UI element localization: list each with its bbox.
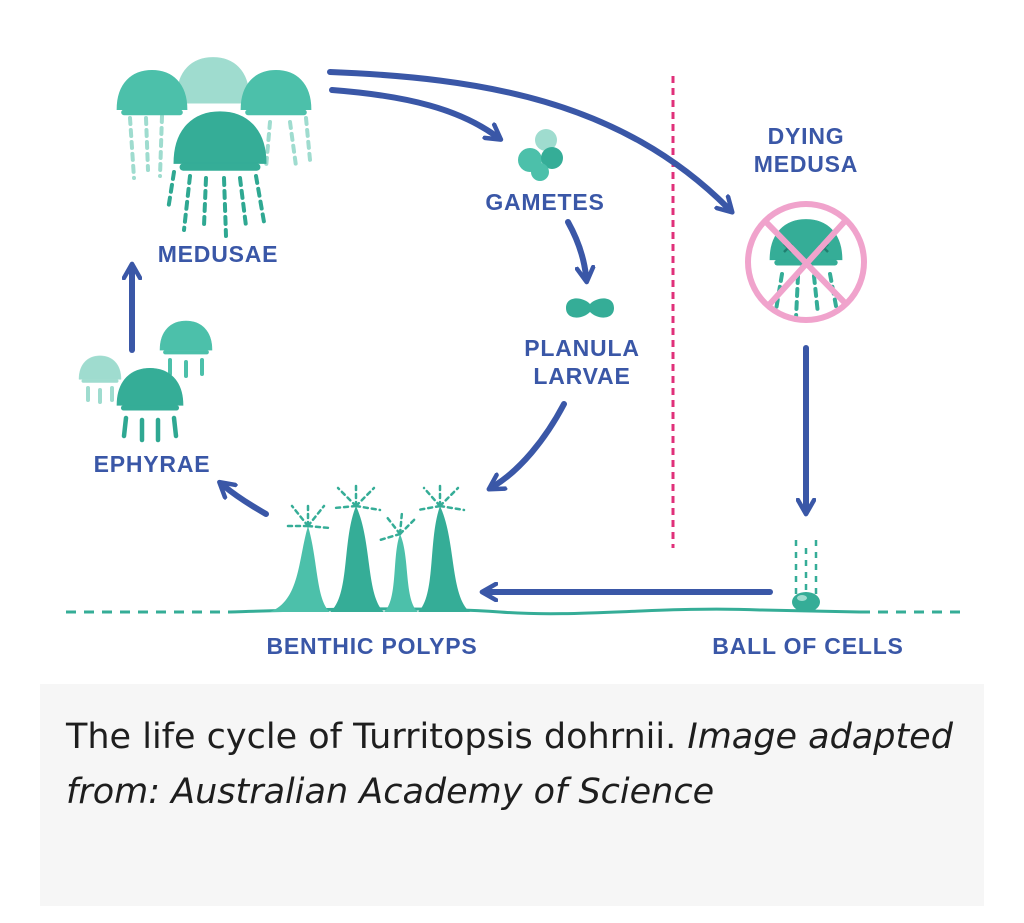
arrow-medusae-to-gametes xyxy=(329,87,496,136)
ball-of-cells-label: BALL OF CELLS xyxy=(712,633,903,659)
planula-label-line2: LARVAE xyxy=(533,363,630,389)
arrow-polyps-to-ephyrae xyxy=(224,486,269,517)
life-cycle-diagram: MEDUSAE GAMETES PLANULA LARVAE DYING MED… xyxy=(66,0,960,659)
ball-of-cells-icon xyxy=(792,540,820,612)
dying-medusa-icon xyxy=(745,201,867,323)
arrow-gametes-to-planula xyxy=(565,219,586,276)
ephyrae-label: EPHYRAE xyxy=(94,451,211,477)
figure-caption: The life cycle of Turritopsis dohrnii. I… xyxy=(40,684,984,906)
arrow-planula-to-polyps xyxy=(494,401,567,486)
dying-label-line1: DYING xyxy=(768,123,845,149)
medusae-label: MEDUSAE xyxy=(158,241,279,267)
ephyrae-cluster-icon xyxy=(77,321,212,443)
cycle-arrows xyxy=(132,69,806,592)
benthic-polyps-icon xyxy=(270,480,470,612)
dying-label-line2: MEDUSA xyxy=(754,151,858,177)
caption-text: The life cycle of Turritopsis dohrnii. xyxy=(66,717,677,757)
medusae-cluster-icon xyxy=(117,57,311,238)
seabed-line xyxy=(66,607,960,616)
arrow-medusae-to-dying xyxy=(327,69,728,208)
planula-larva-icon xyxy=(566,298,614,318)
planula-label-line1: PLANULA xyxy=(524,335,639,361)
benthic-polyps-label: BENTHIC POLYPS xyxy=(266,633,477,659)
gametes-label: GAMETES xyxy=(485,189,604,215)
caption-source: Image adapted from: Australian Academy o… xyxy=(66,717,953,812)
gametes-cluster-icon xyxy=(518,129,563,181)
